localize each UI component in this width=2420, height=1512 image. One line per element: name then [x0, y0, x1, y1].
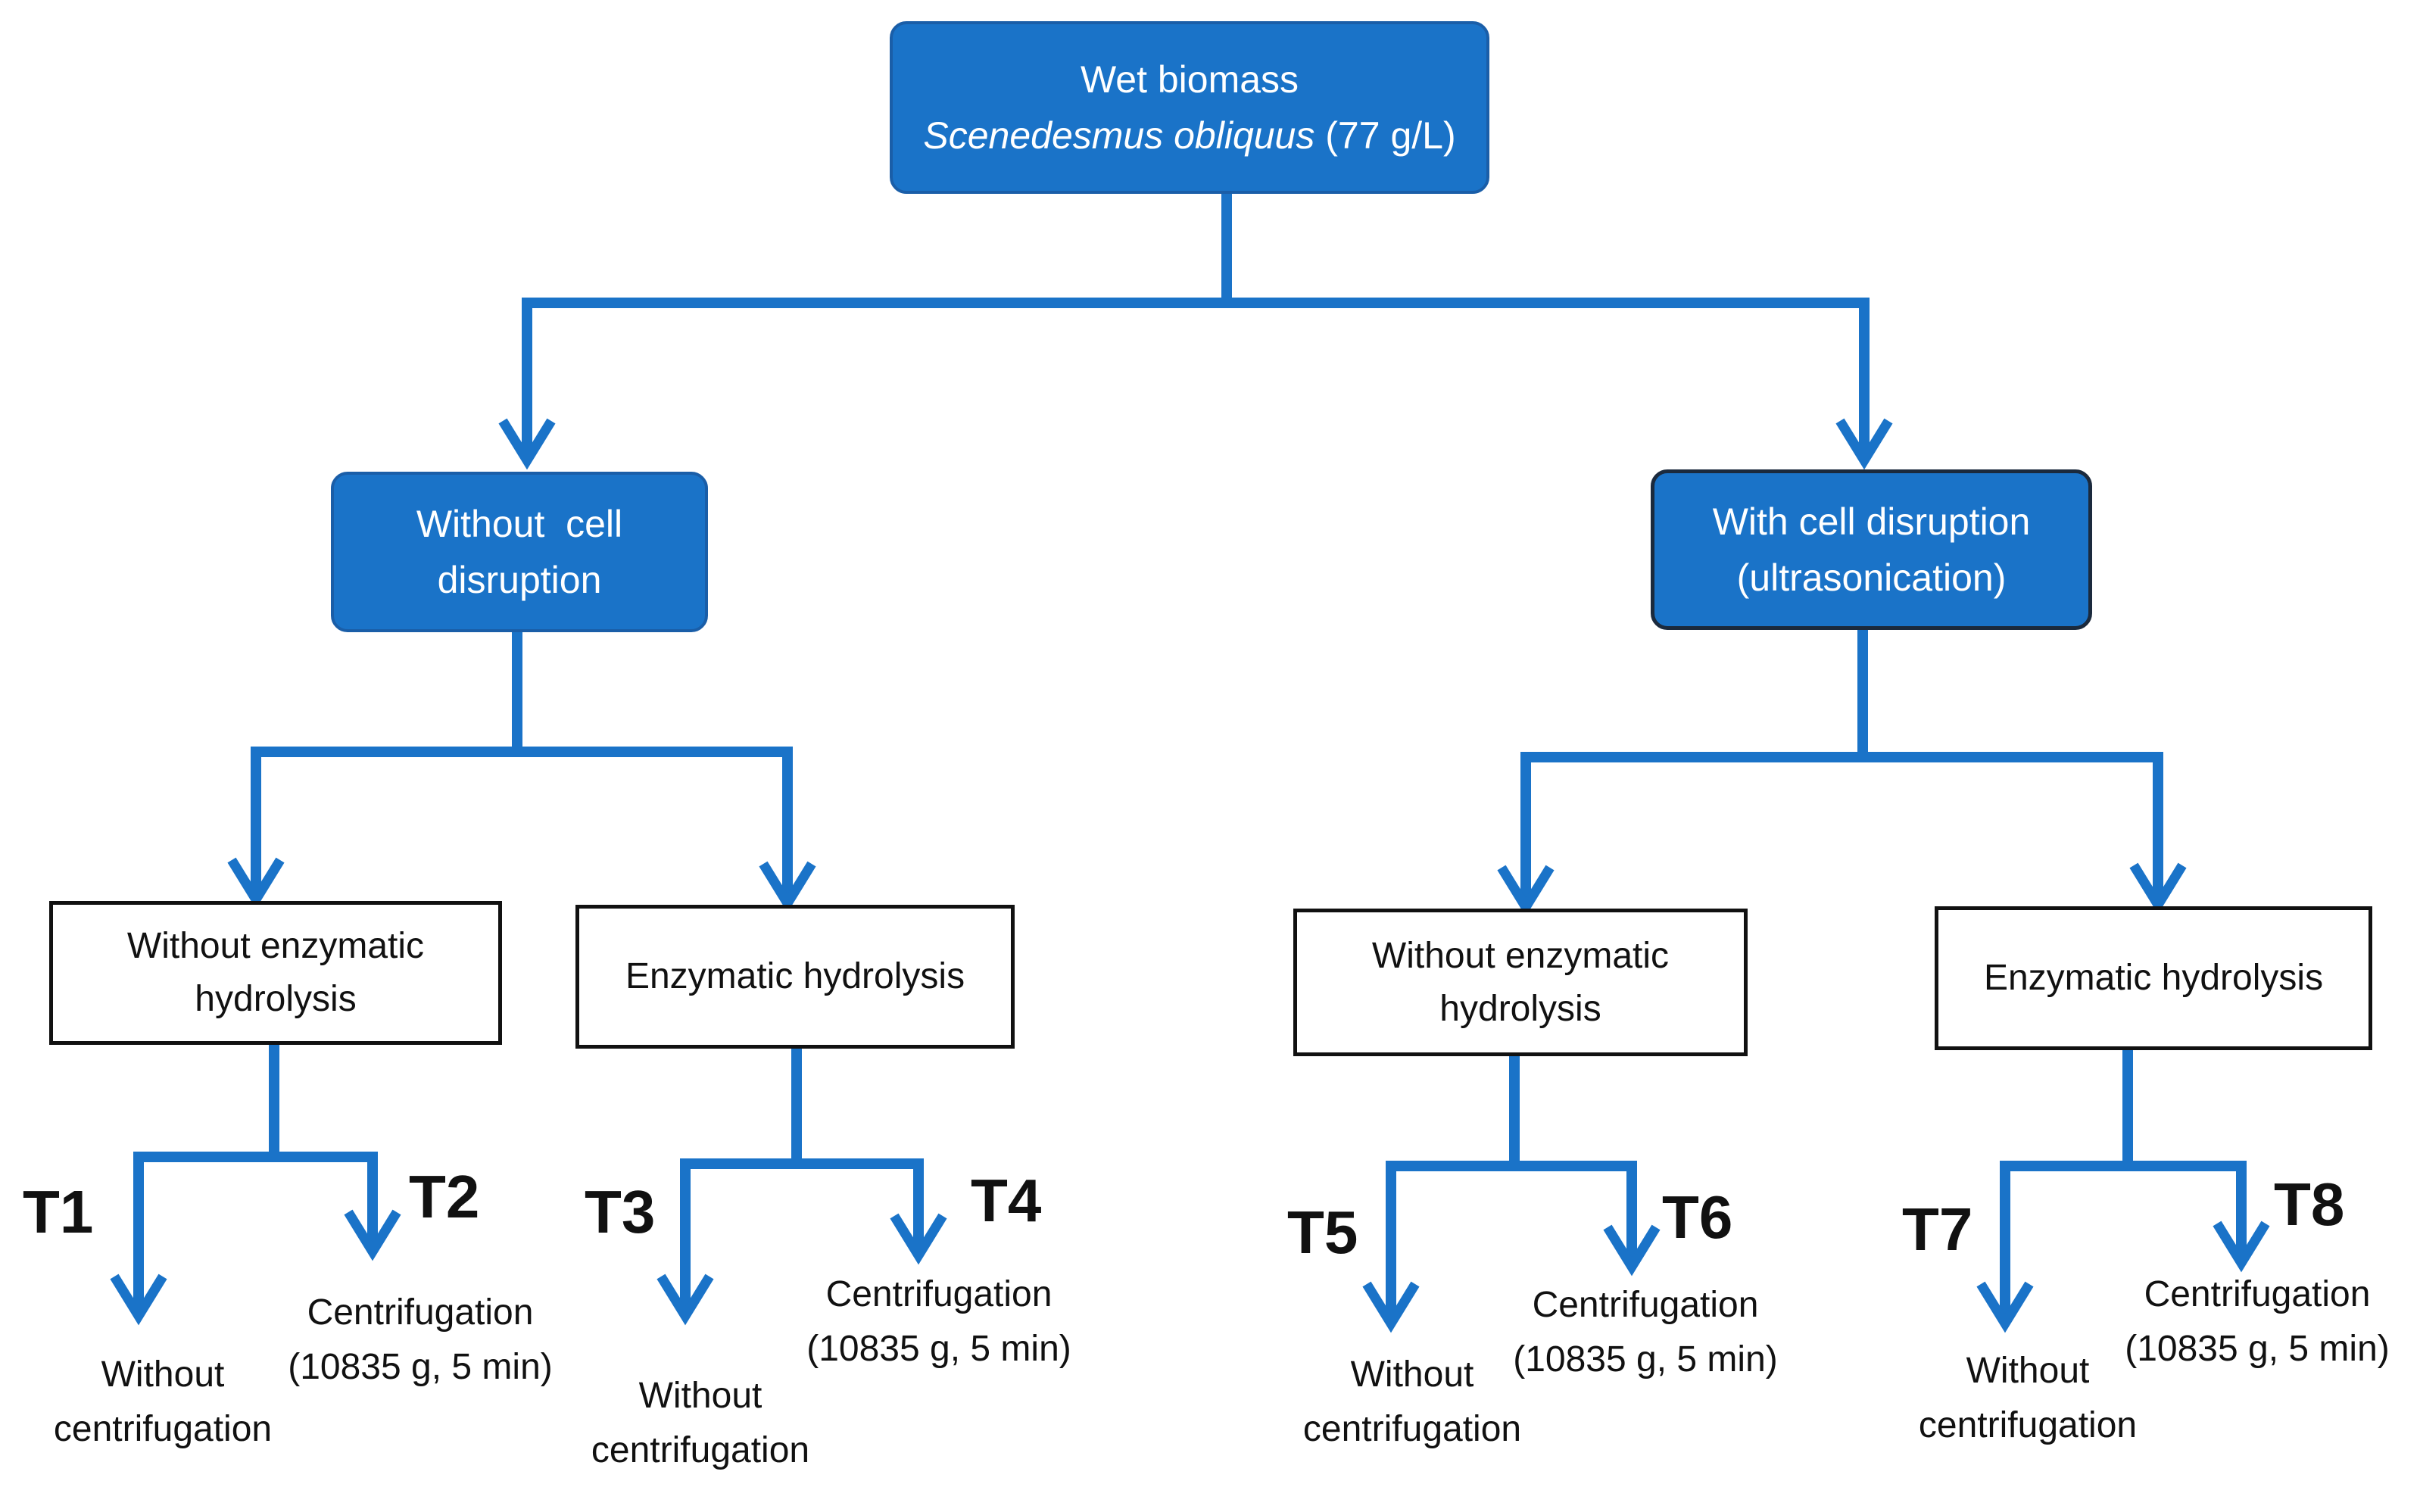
root-node-wet-biomass: Wet biomass Scenedesmus obliquus (77 g/L…	[890, 21, 1489, 194]
leaf-t8-centrifugation: Centrifugation (10835 g, 5 min)	[2117, 1267, 2397, 1376]
connector-left-a	[251, 747, 517, 897]
node-label-line1: Enzymatic hydrolysis	[1983, 958, 2324, 998]
node-label-line1: Enzymatic hydrolysis	[625, 956, 965, 996]
arrowhead-node-d	[2129, 862, 2187, 915]
root-species: Scenedesmus obliquus	[923, 114, 1315, 157]
leaf-t6-centrifugation: Centrifugation (10835 g, 5 min)	[1505, 1278, 1785, 1387]
leaf-line1: Without	[1350, 1355, 1474, 1395]
leaf-line2: (10835 g, 5 min)	[288, 1347, 553, 1387]
arrowhead-node-c	[1497, 865, 1555, 917]
leaf-line1: Centrifugation	[1532, 1285, 1759, 1325]
leaf-line2: (10835 g, 5 min)	[2125, 1329, 2390, 1369]
node-without-cell-disruption: Without cell disruption	[331, 472, 708, 632]
leaf-t7-without-centrifugation: Without centrifugation	[1895, 1344, 2160, 1453]
leaf-line1: Without	[1966, 1351, 2090, 1391]
treatment-label-t7: T7	[1902, 1196, 1973, 1263]
connector-root-right	[1227, 298, 1870, 459]
leaf-line2: (10835 g, 5 min)	[1513, 1339, 1778, 1380]
node-label-line1: Without enzymatic	[126, 926, 425, 966]
treatment-label-t3: T3	[585, 1178, 656, 1245]
leaf-line2: centrifugation	[591, 1430, 810, 1470]
leaf-line2: centrifugation	[53, 1409, 273, 1449]
node-without-enzymatic-hydrolysis-c: Without enzymatic hydrolysis	[1293, 909, 1748, 1056]
treatment-label-t8: T8	[2274, 1171, 2345, 1238]
arrowhead-node-b	[759, 861, 816, 913]
connector-d-t7	[2000, 1161, 2128, 1321]
leaf-line1: Centrifugation	[307, 1292, 534, 1333]
node-enzymatic-hydrolysis-d: Enzymatic hydrolysis	[1935, 906, 2372, 1050]
arrowhead-node-a	[227, 857, 285, 909]
treatment-label-t4: T4	[971, 1167, 1042, 1234]
leaf-t5-without-centrifugation: Without centrifugation	[1280, 1348, 1545, 1457]
node-label-line2: disruption	[437, 559, 602, 601]
arrowhead-t2	[344, 1209, 401, 1261]
leaf-t2-centrifugation: Centrifugation (10835 g, 5 min)	[280, 1286, 560, 1395]
connector-left-b	[517, 747, 793, 901]
root-concentration: (77 g/L)	[1325, 114, 1456, 157]
leaf-t3-without-centrifugation: Without centrifugation	[568, 1369, 833, 1478]
arrowhead-t4	[890, 1213, 947, 1265]
arrowhead-t1	[110, 1274, 167, 1326]
node-without-enzymatic-hydrolysis-a: Without enzymatic hydrolysis	[49, 901, 502, 1045]
leaf-t1-without-centrifugation: Without centrifugation	[30, 1348, 295, 1457]
connector-b-t4	[797, 1158, 924, 1253]
arrowhead-t7	[1976, 1281, 2034, 1333]
leaf-line1: Centrifugation	[2144, 1274, 2371, 1314]
arrowhead-t6	[1603, 1224, 1661, 1277]
root-title: Wet biomass	[1080, 58, 1299, 101]
node-enzymatic-hydrolysis-b: Enzymatic hydrolysis	[575, 905, 1015, 1049]
node-label-line2: (ultrasonication)	[1736, 556, 2007, 599]
leaf-line1: Without	[101, 1355, 225, 1395]
leaf-line2: centrifugation	[1918, 1405, 2138, 1445]
arrowhead-t5	[1362, 1281, 1420, 1333]
connector-a-t2	[274, 1152, 378, 1249]
treatment-label-t1: T1	[23, 1178, 94, 1245]
treatment-label-t6: T6	[1662, 1183, 1733, 1251]
connector-a-t1	[133, 1152, 274, 1314]
leaf-t4-centrifugation: Centrifugation (10835 g, 5 min)	[799, 1267, 1079, 1376]
leaf-line2: (10835 g, 5 min)	[806, 1329, 1071, 1369]
leaf-line2: centrifugation	[1302, 1409, 1522, 1449]
connector-root-left	[522, 298, 1227, 459]
root-subtitle: Scenedesmus obliquus (77 g/L)	[923, 108, 1455, 164]
connector-right-d	[1863, 752, 2163, 903]
treatment-label-t5: T5	[1287, 1199, 1358, 1266]
node-label-line1: Without enzymatic	[1371, 935, 1670, 976]
node-label-line1: Without cell	[416, 503, 623, 545]
arrowhead-left-level2	[498, 418, 556, 470]
node-label-line2: hydrolysis	[195, 979, 357, 1019]
node-label-line2: hydrolysis	[1439, 988, 1601, 1029]
connector-c-t6	[1514, 1161, 1637, 1264]
arrowhead-t3	[656, 1274, 714, 1326]
leaf-line1: Centrifugation	[825, 1274, 1053, 1314]
connector-d-t8	[2128, 1161, 2247, 1261]
node-label-line1: With cell disruption	[1712, 500, 2031, 543]
connector-c-t5	[1386, 1161, 1514, 1321]
connector-b-t3	[680, 1158, 797, 1314]
leaf-line1: Without	[638, 1376, 762, 1416]
connector-right-c	[1520, 752, 1863, 905]
arrowhead-t8	[2213, 1221, 2270, 1273]
treatment-label-t2: T2	[409, 1163, 480, 1230]
arrowhead-right-level2	[1835, 418, 1893, 470]
node-with-cell-disruption: With cell disruption (ultrasonication)	[1651, 469, 2092, 630]
